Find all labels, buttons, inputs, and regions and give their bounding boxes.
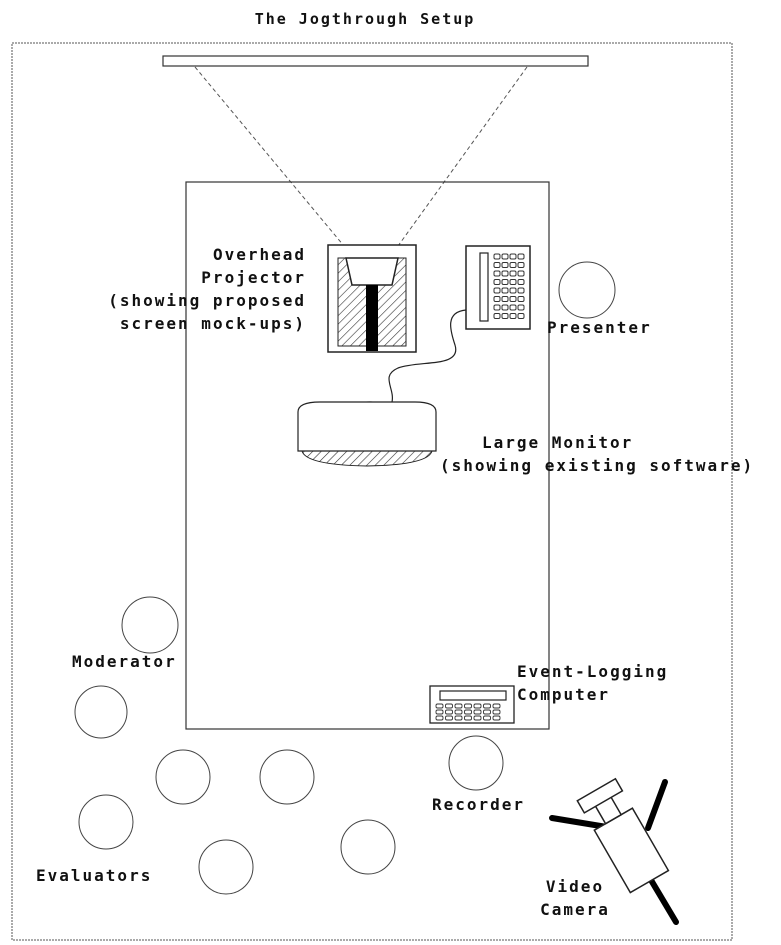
presenter-label: Presenter	[547, 316, 652, 339]
event-logging-computer	[430, 686, 514, 723]
camera-label-line-1: Video	[540, 875, 610, 898]
evaluators-label: Evaluators	[36, 864, 152, 887]
projector-label-line-4: screen mock-ups)	[70, 312, 306, 335]
projector-label-line-3: (showing proposed	[70, 289, 306, 312]
evaluator-circle-1	[75, 686, 127, 738]
monitor-label: Large Monitor (showing existing software…	[440, 431, 754, 477]
recorder-circle	[449, 736, 503, 790]
recorder-label: Recorder	[432, 793, 525, 816]
event-logger-label-line-2: Computer	[517, 683, 668, 706]
telephone-icon	[466, 246, 530, 329]
moderator-label: Moderator	[72, 650, 177, 673]
room-border	[12, 43, 732, 940]
projection-beam-right	[398, 67, 527, 246]
monitor-label-line-1: Large Monitor	[440, 431, 754, 454]
projector-label-line-2: Projector	[70, 266, 306, 289]
event-logger-label: Event-Logging Computer	[517, 660, 668, 706]
presenter-circle	[559, 262, 615, 318]
large-monitor	[298, 402, 436, 466]
monitor-label-line-2: (showing existing software)	[440, 454, 754, 477]
evaluator-circle-4	[79, 795, 133, 849]
moderator-circle	[122, 597, 178, 653]
evaluator-circle-3	[260, 750, 314, 804]
camera-label-line-2: Camera	[540, 898, 610, 921]
evaluator-circle-2	[156, 750, 210, 804]
evaluator-circle-6	[341, 820, 395, 874]
evaluator-circle-5	[199, 840, 253, 894]
event-logger-label-line-1: Event-Logging	[517, 660, 668, 683]
projector-label-line-1: Overhead	[70, 243, 306, 266]
overhead-projector	[328, 245, 416, 352]
projection-beam-left	[195, 67, 344, 246]
diagram-title: The Jogthrough Setup	[0, 8, 730, 31]
camera-label: Video Camera	[540, 875, 610, 921]
projector-label: Overhead Projector (showing proposed scr…	[70, 243, 306, 335]
projection-screen	[163, 56, 588, 66]
